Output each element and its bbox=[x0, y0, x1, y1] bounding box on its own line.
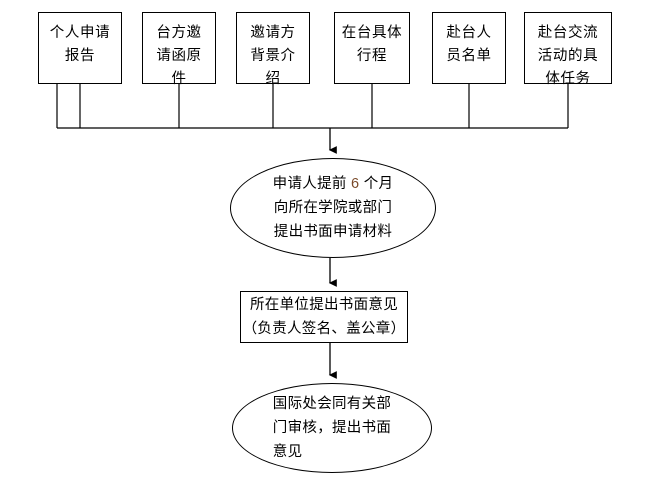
unit-opinion-line-1: 所在单位提出书面意见 bbox=[250, 297, 398, 313]
node-specific-exchange-tasks[interactable]: 赴台交流活动的具体任务 bbox=[524, 12, 612, 87]
apply-line-3: 提出书面申请材料 bbox=[273, 224, 393, 240]
apply-line-1: 申请人提前 6 个月 bbox=[272, 176, 394, 192]
node-label: 邀请方背景介绍 bbox=[250, 25, 296, 87]
node-label: 个人申请报告 bbox=[49, 25, 111, 64]
node-label: 台方邀请函原件 bbox=[156, 25, 202, 87]
node-label-block: 申请人提前 6 个月 向所在学院或部门 提出书面申请材料 bbox=[273, 172, 394, 244]
node-label: 赴台交流活动的具体任务 bbox=[537, 25, 599, 87]
node-label: 在台具体行程 bbox=[341, 25, 403, 64]
node-submit-written-application[interactable]: 申请人提前 6 个月 向所在学院或部门 提出书面申请材料 bbox=[230, 158, 436, 258]
node-unit-written-opinion[interactable]: 所在单位提出书面意见 （负责人签名、盖公章） bbox=[240, 291, 408, 343]
node-label: 赴台人员名单 bbox=[446, 25, 492, 64]
node-label-block: 所在单位提出书面意见 （负责人签名、盖公章） bbox=[243, 293, 406, 341]
review-line-2: 门审核，提出书面 bbox=[272, 420, 392, 436]
node-label-block: 国际处会同有关部 门审核，提出书面 意见 bbox=[273, 392, 391, 464]
node-personal-application-report[interactable]: 个人申请报告 bbox=[38, 12, 122, 84]
apply-line-2: 向所在学院或部门 bbox=[273, 200, 393, 216]
node-taiwan-invitation-letter-original[interactable]: 台方邀请函原件 bbox=[142, 12, 216, 87]
node-inviter-background-intro[interactable]: 邀请方背景介绍 bbox=[236, 12, 310, 87]
node-international-office-review[interactable]: 国际处会同有关部 门审核，提出书面 意见 bbox=[232, 383, 432, 473]
months-count: 6 bbox=[351, 176, 360, 192]
review-line-1: 国际处会同有关部 bbox=[272, 396, 392, 412]
node-traveler-name-list[interactable]: 赴台人员名单 bbox=[432, 12, 506, 84]
node-itinerary-in-taiwan[interactable]: 在台具体行程 bbox=[334, 12, 410, 84]
review-line-3: 意见 bbox=[272, 444, 303, 460]
unit-opinion-line-2: （负责人签名、盖公章） bbox=[242, 321, 406, 337]
